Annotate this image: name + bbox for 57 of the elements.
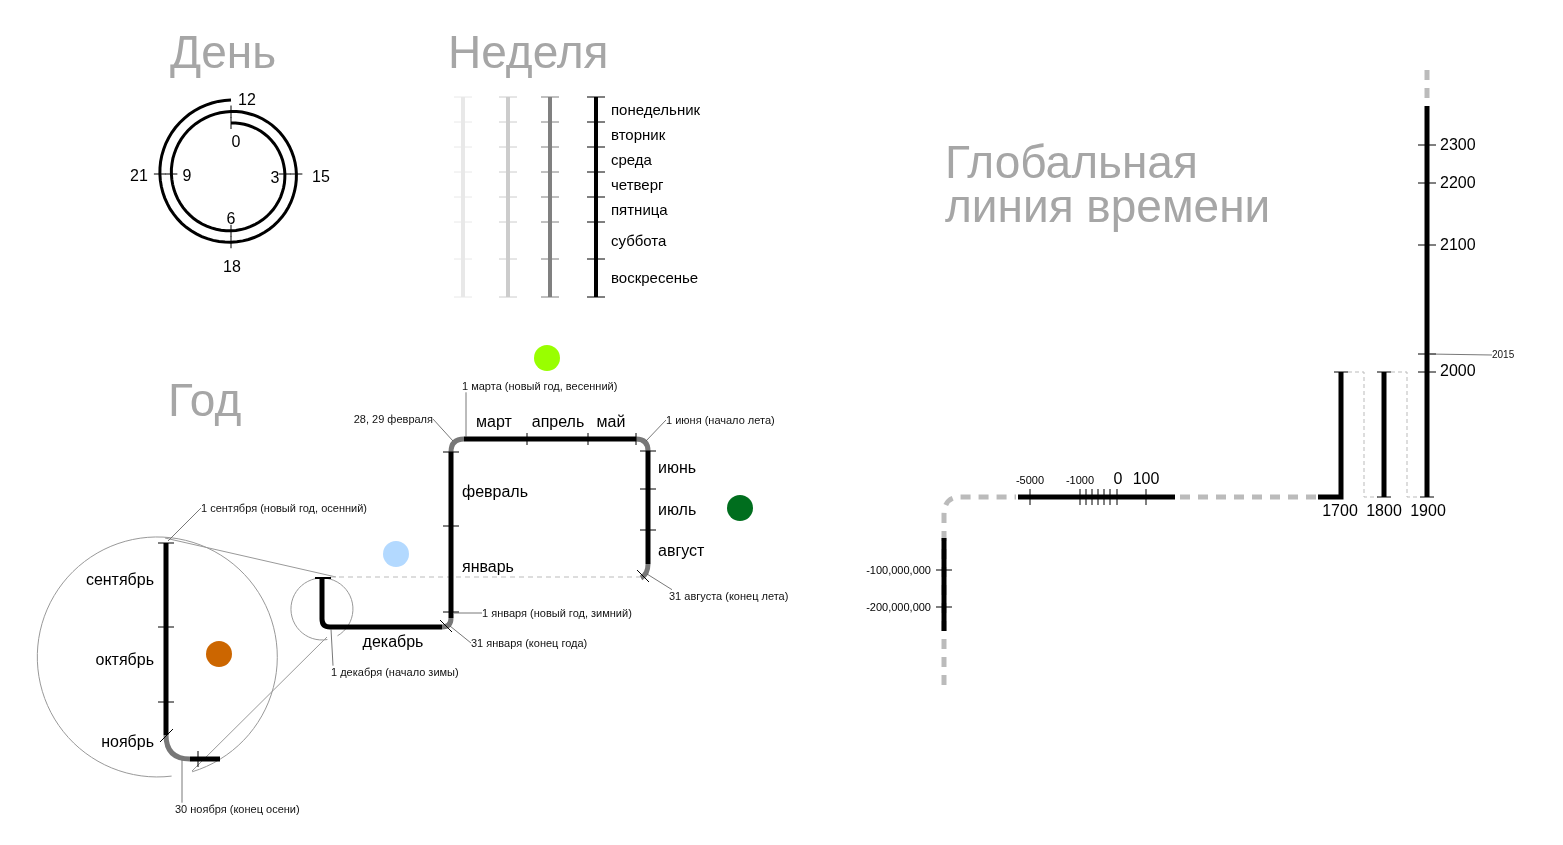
leader-line — [330, 628, 334, 667]
leader-line — [1428, 353, 1493, 356]
date-annotation: 1 января (новый год, зимний) — [482, 606, 632, 620]
hour-label: 0 — [231, 133, 241, 151]
month-label: декабрь — [362, 633, 424, 651]
date-annotation: 30 ноября (конец осени) — [175, 802, 300, 816]
month-label: март — [476, 413, 512, 431]
leader-line — [453, 612, 483, 614]
leader-line — [167, 507, 202, 542]
hour-label: 12 — [238, 91, 256, 109]
year-label: 2200 — [1440, 174, 1476, 192]
weekday-label: понедельник — [611, 101, 701, 119]
date-annotation: 1 июня (начало лета) — [666, 413, 775, 427]
year-label: 2000 — [1440, 362, 1476, 380]
weekday-label: воскресенье — [611, 269, 699, 287]
leader-line — [181, 759, 183, 804]
leader-line — [465, 391, 467, 438]
year-label: 1700 — [1322, 502, 1358, 520]
hour-label: 6 — [226, 210, 236, 228]
date-annotation: 1 марта (новый год, весенний) — [462, 379, 618, 393]
timeline-bar — [1424, 106, 1430, 497]
year-label: -1000 — [1065, 473, 1095, 487]
hour-label: 21 — [130, 167, 148, 185]
year-label: 1800 — [1366, 502, 1402, 520]
hour-label: 15 — [312, 168, 330, 186]
year-track — [157, 432, 657, 768]
year-label: -200,000,000 — [866, 600, 931, 614]
year-label: -100,000,000 — [866, 563, 931, 577]
hour-label: 18 — [223, 258, 241, 276]
leader-line — [645, 419, 667, 442]
month-label: май — [596, 413, 626, 431]
weekday-label: суббота — [611, 232, 667, 250]
leader-line — [646, 573, 673, 591]
leader-line — [449, 625, 472, 644]
date-annotation: 31 августа (конец лета) — [669, 589, 789, 603]
hour-label: 3 — [270, 169, 280, 187]
year-label: 0 — [1113, 470, 1123, 488]
leader-line — [432, 418, 454, 442]
year-annotation: 2015 — [1492, 349, 1515, 361]
month-label: февраль — [462, 483, 529, 501]
year-label: 2300 — [1440, 136, 1476, 154]
month-label: июль — [658, 501, 697, 519]
month-label: апрель — [531, 413, 585, 431]
hour-label: 9 — [182, 167, 192, 185]
weekday-label: среда — [611, 151, 652, 169]
month-label: август — [658, 542, 705, 560]
month-label: июнь — [658, 459, 697, 477]
date-annotation: 31 января (конец года) — [471, 636, 588, 650]
weekday-label: пятница — [611, 201, 668, 219]
weekday-label: вторник — [611, 126, 666, 144]
year-label: 1900 — [1410, 502, 1446, 520]
weekday-label: четверг — [611, 176, 664, 194]
date-annotation: 28, 29 февраля — [353, 412, 433, 426]
month-label: январь — [462, 558, 514, 576]
year-label: 2100 — [1440, 236, 1476, 254]
year-label: -5000 — [1015, 473, 1045, 487]
year-label: 100 — [1132, 470, 1160, 488]
